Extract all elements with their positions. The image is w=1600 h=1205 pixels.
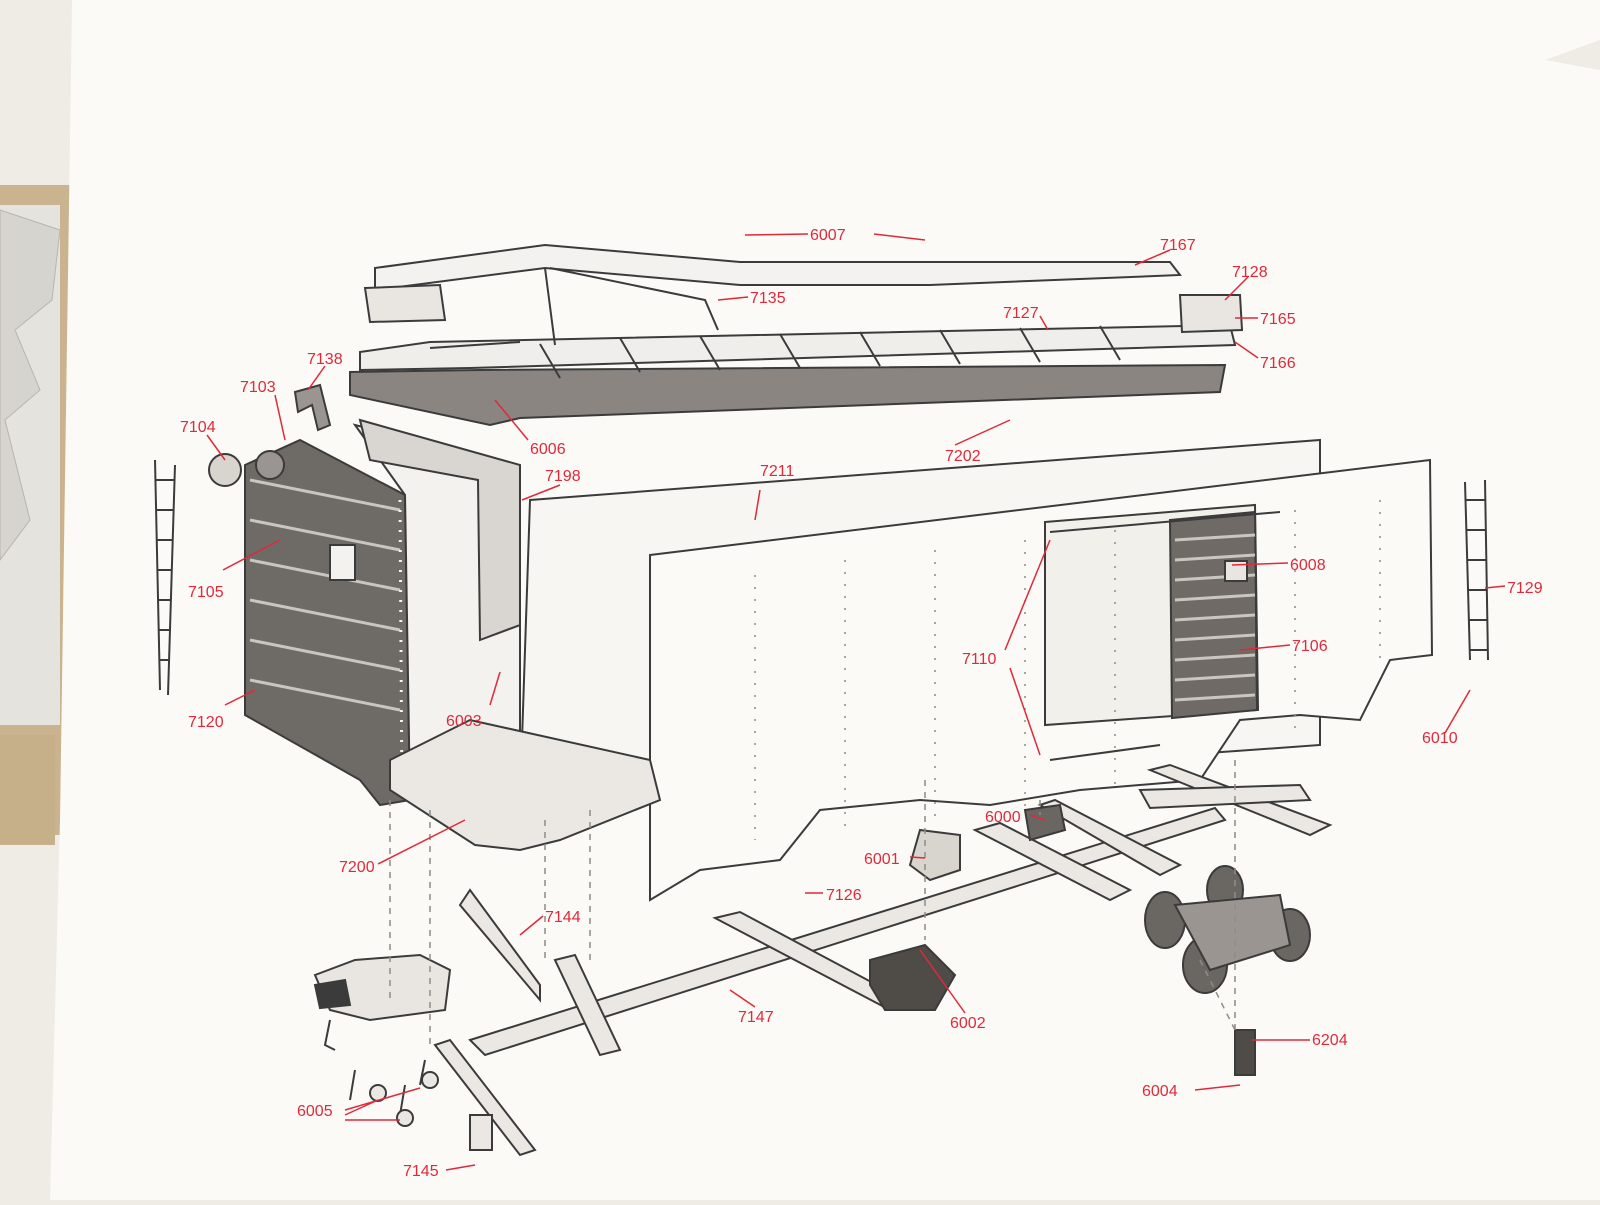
callout-6002: 6002 [950,1015,986,1032]
callout-6001: 6001 [864,851,900,868]
coupler-and-trucks [313,803,1311,1151]
callout-7147: 7147 [738,1009,774,1026]
underframe [433,763,1333,1157]
callout-6010: 6010 [1422,730,1458,747]
callout-6204: 6204 [1312,1032,1348,1049]
callout-7166: 7166 [1260,355,1296,372]
ladder-right [1464,479,1489,661]
end-panel-left [208,383,412,807]
callout-7129: 7129 [1507,580,1543,597]
callout-7202: 7202 [945,448,981,465]
callout-7144: 7144 [545,909,581,926]
callout-7110: 7110 [962,651,997,668]
callout-7165: 7165 [1260,311,1296,328]
car-body [352,418,1434,902]
callout-7211: 7211 [760,463,795,480]
callout-6004: 6004 [1142,1083,1178,1100]
callout-6008: 6008 [1290,557,1326,574]
callout-7200: 7200 [339,859,375,876]
callout-7120: 7120 [188,714,224,731]
callout-6000: 6000 [985,809,1021,826]
callout-6003: 6003 [446,713,482,730]
callout-7126: 7126 [826,887,862,904]
callout-7135: 7135 [750,290,786,307]
car-floor [389,718,662,852]
assembly-guide-lines [389,760,1236,1050]
callout-7145: 7145 [403,1163,439,1180]
callout-7105: 7105 [188,584,224,601]
roof-assembly [349,243,1244,427]
callout-6007: 6007 [810,227,846,244]
callout-7104: 7104 [180,419,216,436]
tissue-paper [0,209,61,561]
callout-labels: 6007 7167 7128 7135 7127 7165 7166 7138 … [180,227,1543,1180]
callout-7198: 7198 [545,468,581,485]
callout-7128: 7128 [1232,264,1268,281]
callout-7106: 7106 [1292,638,1328,655]
callout-leader-lines [206,233,1506,1171]
callout-7167: 7167 [1160,237,1196,254]
callout-6005: 6005 [297,1103,333,1120]
callout-7103: 7103 [240,379,276,396]
box-lower-flap [0,735,55,845]
callout-7127: 7127 [1003,305,1039,322]
ladder-left [154,459,176,696]
callout-6006: 6006 [530,441,566,458]
callout-7138: 7138 [307,351,343,368]
